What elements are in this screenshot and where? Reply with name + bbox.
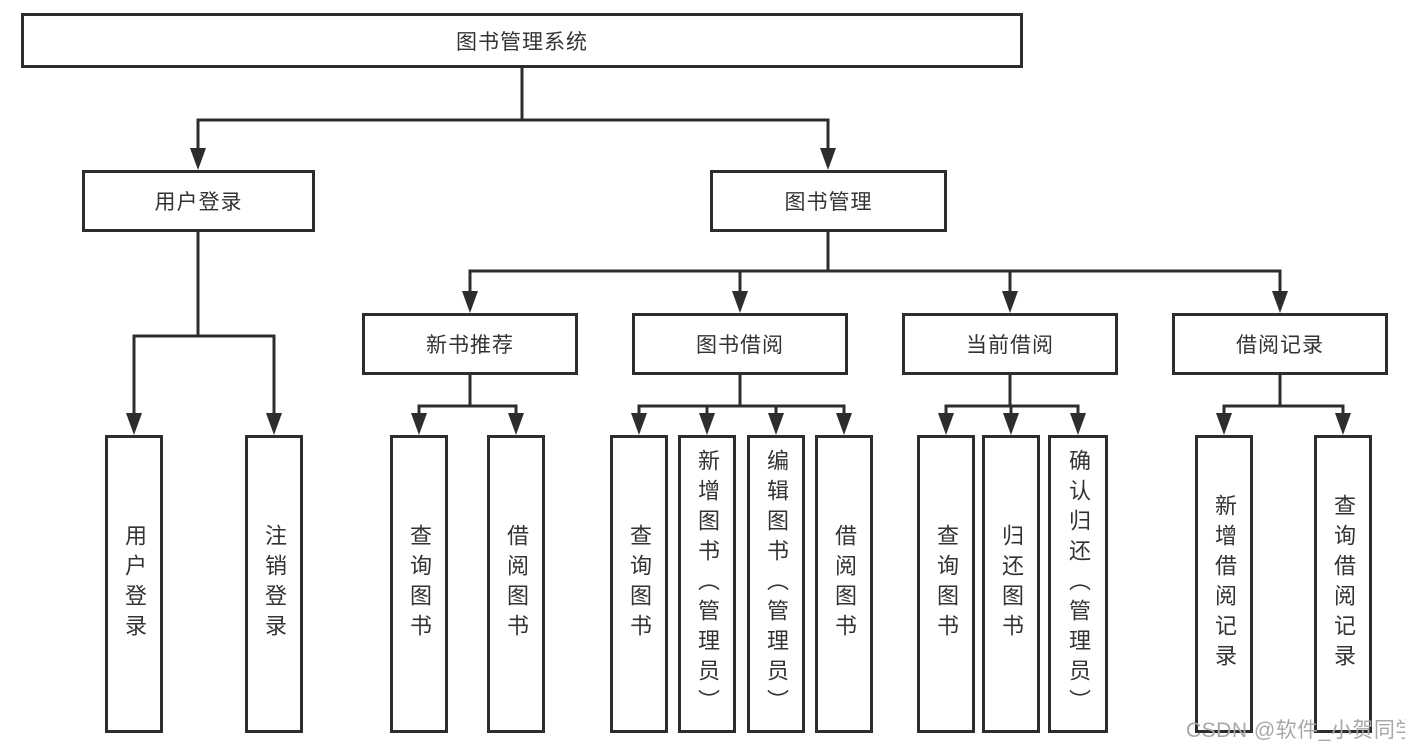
- node-borrowing-records: 借阅记录: [1172, 313, 1388, 375]
- arrow-icon: [508, 413, 524, 435]
- node-book-borrowing: 图书借阅: [632, 313, 848, 375]
- node-leaf-bb-borrow-books: 借阅图书: [815, 435, 873, 733]
- arrow-icon: [1002, 291, 1018, 313]
- connector-user-login: [132, 232, 276, 414]
- arrow-icon: [1335, 413, 1351, 435]
- arrow-icon: [836, 413, 852, 435]
- node-library-system: 图书管理系统: [21, 13, 1023, 68]
- arrow-icon: [820, 148, 836, 170]
- node-leaf-br-query-record: 查询借阅记录: [1314, 435, 1372, 733]
- node-leaf-user-login: 用户登录: [105, 435, 163, 733]
- node-leaf-cb-query-books: 查询图书: [917, 435, 975, 733]
- node-user-login: 用户登录: [82, 170, 315, 232]
- node-leaf-cb-return-books: 归还图书: [982, 435, 1040, 733]
- connector-book-borrowing: [637, 375, 846, 414]
- arrow-icon: [938, 413, 954, 435]
- connector-borrowing-records: [1222, 375, 1345, 414]
- arrow-icon: [1003, 413, 1019, 435]
- node-leaf-logout: 注销登录: [245, 435, 303, 733]
- arrow-icon: [190, 148, 206, 170]
- arrow-icon: [126, 413, 142, 435]
- node-book-management: 图书管理: [710, 170, 947, 232]
- arrow-icon: [631, 413, 647, 435]
- node-new-book-recommendation: 新书推荐: [362, 313, 578, 375]
- connector-new-book-recommendation: [417, 375, 518, 414]
- arrow-icon: [732, 291, 748, 313]
- node-leaf-bb-add-books-admin: 新增图书（管理员）: [678, 435, 736, 733]
- connector-current-borrowing: [944, 375, 1080, 414]
- watermark-text: CSDN @软件_小贺同学: [1186, 719, 1405, 742]
- node-leaf-cb-confirm-return-admin: 确认归还（管理员）: [1048, 435, 1108, 733]
- node-leaf-bb-query-books: 查询图书: [610, 435, 668, 733]
- arrow-icon: [699, 413, 715, 435]
- arrow-icon: [1272, 291, 1288, 313]
- connector-book-management: [468, 232, 1282, 292]
- arrow-icon: [1070, 413, 1086, 435]
- connector-root: [196, 68, 830, 149]
- node-leaf-br-add-record: 新增借阅记录: [1195, 435, 1253, 733]
- arrow-icon: [462, 291, 478, 313]
- arrow-icon: [266, 413, 282, 435]
- node-current-borrowing: 当前借阅: [902, 313, 1118, 375]
- arrow-icon: [768, 413, 784, 435]
- arrow-icon: [411, 413, 427, 435]
- node-leaf-bb-edit-books-admin: 编辑图书（管理员）: [747, 435, 805, 733]
- node-leaf-nb-query-books: 查询图书: [390, 435, 448, 733]
- node-leaf-nb-borrow-books: 借阅图书: [487, 435, 545, 733]
- arrow-icon: [1216, 413, 1232, 435]
